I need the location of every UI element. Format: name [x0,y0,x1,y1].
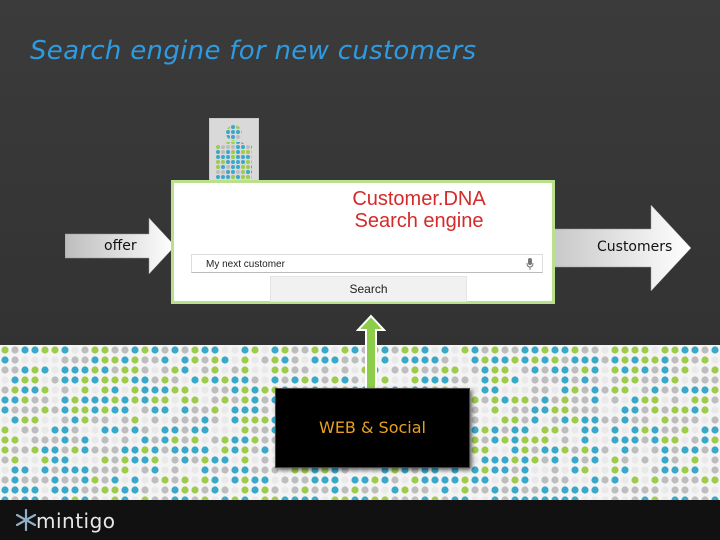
slide-title: Search engine for new customers [30,36,477,66]
web-social-box: WEB & Social [275,388,470,468]
customers-arrow [553,204,692,292]
offer-arrow [65,217,176,275]
engine-title: Customer.DNA Search engine [294,188,544,232]
offer-label: offer [104,238,137,254]
up-arrow [356,314,386,395]
customers-label: Customers [597,239,673,255]
search-input[interactable]: My next customer [191,254,543,273]
star-icon [15,508,37,532]
dot-pattern-background [0,345,720,505]
footer-bar [0,500,720,540]
microphone-icon[interactable] [526,258,534,270]
engine-title-line1: Customer.DNA [352,188,486,210]
web-social-label: WEB & Social [319,418,426,437]
mintigo-logo: mintigo [36,509,116,533]
search-engine-panel: Customer.DNA Search engine My next custo… [171,180,555,304]
engine-title-line2: Search engine [354,210,484,232]
search-input-value: My next customer [206,259,285,270]
search-button[interactable]: Search [270,276,467,302]
